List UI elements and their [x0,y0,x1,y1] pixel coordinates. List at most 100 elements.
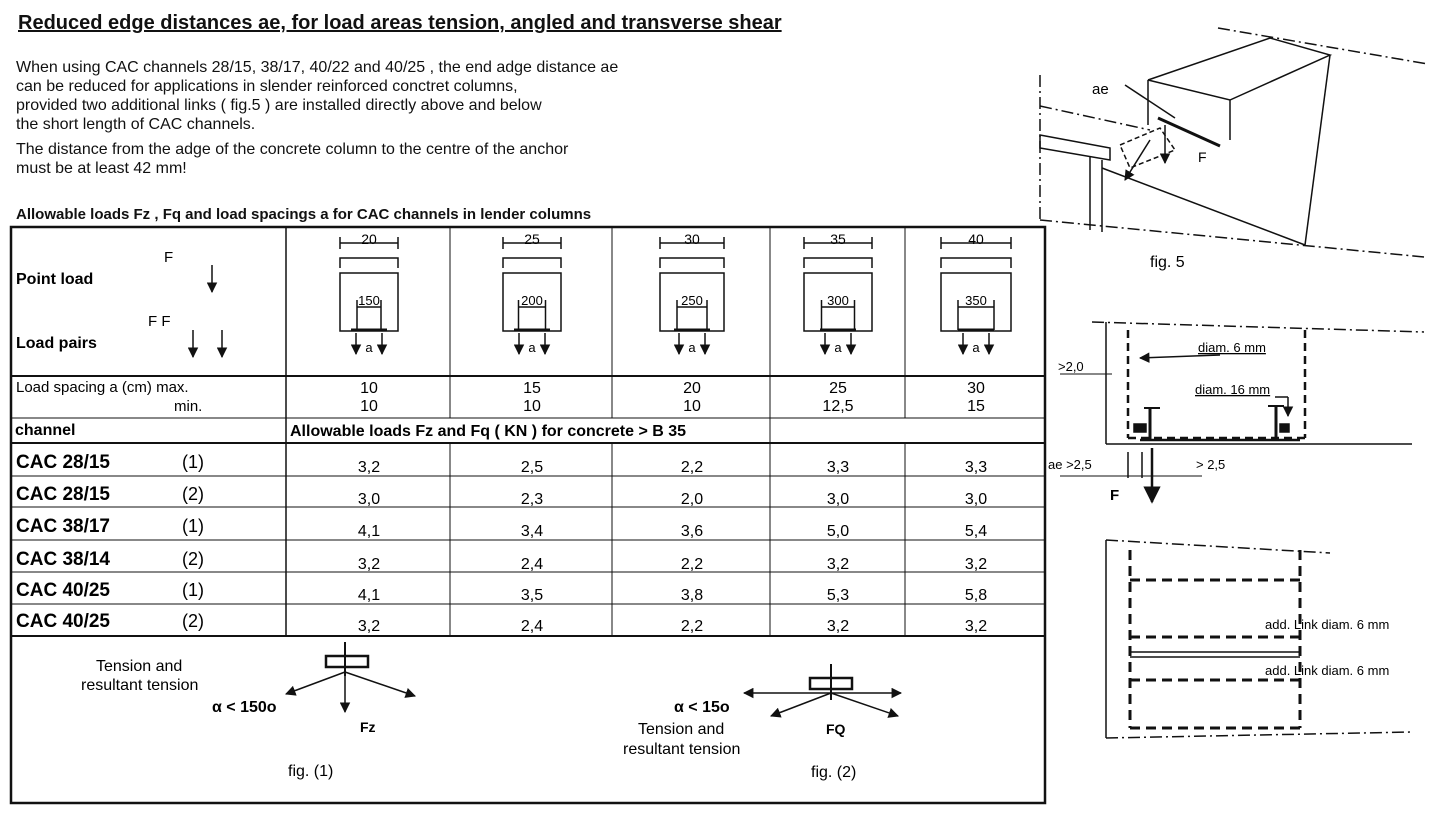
row-4-value-1: 3,2 [358,556,380,573]
intro-line-5: The distance from the adge of the concre… [16,141,569,158]
table-grid [9,225,1047,805]
spacing-a-label-5: a [972,340,980,355]
row-6-value-3: 2,2 [681,618,703,635]
fig5-ae: ae [1092,81,1109,98]
intro-line-3: provided two additional links ( fig.5 ) … [16,97,542,114]
table-border [9,225,1047,805]
fig-5-drawing [1039,27,1429,258]
row-5-value-2: 3,5 [521,587,543,604]
row-2-value-2: 2,3 [521,491,543,508]
spacing-min-2: 10 [523,398,541,415]
spacing-max-3: 20 [683,380,701,397]
channel-section-4 [803,237,873,356]
row-4-value-4: 3,2 [827,556,849,573]
link-label-1: add. Link diam. 6 mm [1265,617,1389,632]
channel-width-4: 35 [830,231,846,247]
row-6-fig: (2) [182,611,204,631]
channel-section-2 [502,237,562,356]
fig2-caption: fig. (2) [811,764,856,781]
channel-label: channel [15,422,75,439]
spacing-a-label-2: a [528,340,536,355]
row-2-value-3: 2,0 [681,491,703,508]
channel-section-3 [659,237,725,356]
link-label-2: add. Link diam. 6 mm [1265,663,1389,678]
detail-section-drawing [1060,321,1425,504]
detail-ae-gt: ae >2,5 [1048,457,1092,472]
spacing-min-3: 10 [683,398,701,415]
channel-width-2: 25 [524,231,540,247]
channel-width-1: 20 [361,231,377,247]
spacing-min-1: 10 [360,398,378,415]
row-5-value-4: 5,3 [827,587,849,604]
intro-line-1: When using CAC channels 28/15, 38/17, 40… [16,59,619,76]
point-load-label: Point load [16,271,93,288]
row-1-value-5: 3,3 [965,459,987,476]
spacing-a-label-1: a [365,340,373,355]
row-4-value-2: 2,4 [521,556,543,573]
row-2-value-5: 3,0 [965,491,987,508]
row-6-name: CAC 40/25 [16,611,110,632]
row-1-value-3: 2,2 [681,459,703,476]
spacing-a-label-4: a [834,340,842,355]
row-3-fig: (1) [182,516,204,536]
row-1-value-4: 3,3 [827,459,849,476]
row-6-value-4: 3,2 [827,618,849,635]
row-5-value-1: 4,1 [358,587,380,604]
row-4-fig: (2) [182,549,204,569]
load-pairs-force-label: F F [148,313,171,330]
point-load-force-label: F [164,249,173,266]
intro-line-4: the short length of CAC channels. [16,116,256,133]
spacing-min-label: min. [174,398,202,415]
row-2-name: CAC 28/15 [16,484,110,505]
fig-2-diagram [742,664,903,718]
fig2-label-1: Tension and [638,721,724,738]
row-3-value-4: 5,0 [827,523,849,540]
detail-force: F [1110,487,1119,504]
page-title: Reduced edge distances ae, for load area… [18,12,782,34]
spacing-max-5: 30 [967,380,985,397]
channel-section-5 [940,237,1012,356]
fig1-label-1: Tension and [96,658,182,675]
spacing-max-4: 25 [829,380,847,397]
row-5-value-3: 3,8 [681,587,703,604]
fig1-force: Fz [360,719,376,735]
table-heading: Allowable loads Fz , Fq and load spacing… [16,206,592,223]
row-3-name: CAC 38/17 [16,516,110,537]
row-6-value-5: 3,2 [965,618,987,635]
row-5-fig: (1) [182,580,204,600]
row-3-value-5: 5,4 [965,523,987,540]
spacing-max-2: 15 [523,380,541,397]
channel-section-1 [339,237,399,356]
row-2-fig: (2) [182,484,204,504]
allowable-loads-caption: Allowable loads Fz and Fq ( KN ) for con… [290,423,686,440]
spacing-a-label-3: a [688,340,696,355]
fig2-force: FQ [826,721,846,737]
inner-width-1: 150 [358,293,380,308]
row-1-value-1: 3,2 [358,459,380,476]
row-4-value-5: 3,2 [965,556,987,573]
intro-line-2: can be reduced for applications in slend… [16,78,518,95]
row-2-value-1: 3,0 [358,491,380,508]
row-6-value-2: 2,4 [521,618,543,635]
spacing-max-label: Load spacing a (cm) max. [16,379,189,396]
row-6-value-1: 3,2 [358,618,380,635]
channel-width-3: 30 [684,231,700,247]
row-1-value-2: 2,5 [521,459,543,476]
row-4-name: CAC 38/14 [16,549,110,570]
detail-diam16: diam. 16 mm [1195,382,1270,397]
fig2-label-2: resultant tension [623,741,740,758]
inner-width-5: 350 [965,293,987,308]
channel-width-5: 40 [968,231,984,247]
fig2-alpha: α < 15o [674,699,730,716]
spacing-min-5: 15 [967,398,985,415]
row-1-name: CAC 28/15 [16,452,110,473]
row-2-value-4: 3,0 [827,491,849,508]
fig1-caption: fig. (1) [288,763,333,780]
inner-width-2: 200 [521,293,543,308]
fig-1-diagram [285,642,416,714]
row-3-value-3: 3,6 [681,523,703,540]
